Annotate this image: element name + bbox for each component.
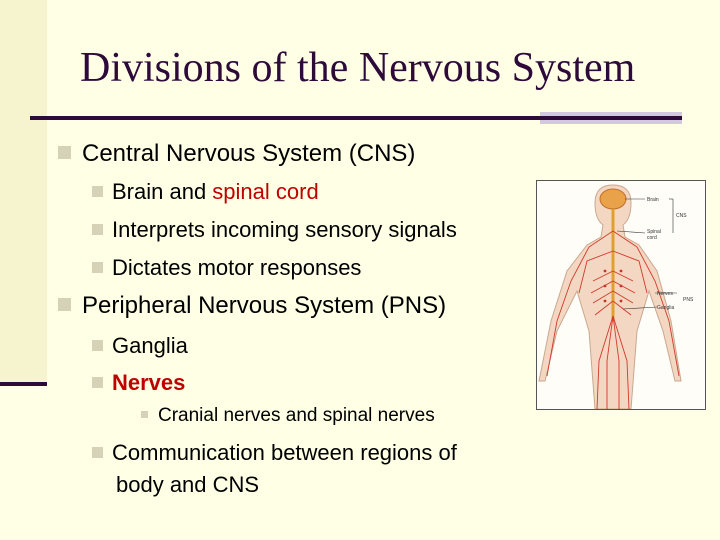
label-brain: Brain (647, 197, 659, 203)
slide-title: Divisions of the Nervous System (80, 45, 636, 91)
bullet-square-icon (58, 146, 71, 160)
interprets-text: Interprets incoming sensory signals (112, 217, 457, 242)
left-decorative-rule (0, 382, 47, 386)
bullet-communication: Communication between regions of (92, 440, 457, 466)
bullet-cns: Central Nervous System (CNS) (58, 140, 415, 168)
bullet-square-icon (58, 298, 71, 312)
bullet-brain: Brain and spinal cord (92, 179, 319, 205)
bullet-square-icon (92, 340, 103, 352)
label-nerves: Nerves (657, 291, 673, 297)
bullet-square-icon (92, 186, 103, 198)
dictates-text: Dictates motor responses (112, 255, 362, 280)
label-pns: PNS (683, 297, 694, 303)
label-cns: CNS (676, 213, 687, 219)
label-spinal: Spinal (647, 229, 661, 235)
bullet-square-icon (92, 377, 103, 389)
communication-text: Communication between regions of (112, 440, 457, 465)
nerves-text: Nerves (112, 370, 186, 395)
bullet-square-icon (92, 262, 103, 274)
label-ganglia: Ganglia (657, 305, 674, 311)
nervous-system-illustration: Brain CNS Spinal cord Nerves PNS Ganglia (538, 184, 694, 410)
bullet-square-icon (141, 411, 148, 419)
bullet-nerves: Nerves (92, 370, 185, 396)
nervous-system-figure: Brain CNS Spinal cord Nerves PNS Ganglia (536, 180, 706, 410)
cranial-text: Cranial nerves and spinal nerves (158, 405, 435, 426)
bullet-square-icon (92, 224, 103, 236)
pns-heading: Peripheral Nervous System (PNS) (82, 292, 447, 319)
bullet-dictates: Dictates motor responses (92, 255, 361, 281)
cns-heading: Central Nervous System (CNS) (82, 140, 416, 167)
label-cord: cord (647, 235, 657, 241)
title-rule (30, 116, 682, 120)
brain-text: Brain and (112, 179, 213, 204)
bullet-ganglia: Ganglia (92, 333, 188, 359)
left-decorative-bar (0, 0, 47, 386)
bullet-square-icon (92, 447, 103, 459)
bullet-pns: Peripheral Nervous System (PNS) (58, 292, 446, 320)
bullet-cranial: Cranial nerves and spinal nerves (141, 405, 435, 427)
ganglia-text: Ganglia (112, 333, 188, 358)
bullet-interprets: Interprets incoming sensory signals (92, 217, 457, 243)
spinal-cord-text: spinal cord (212, 179, 319, 204)
communication-text-cont: body and CNS (116, 472, 260, 497)
